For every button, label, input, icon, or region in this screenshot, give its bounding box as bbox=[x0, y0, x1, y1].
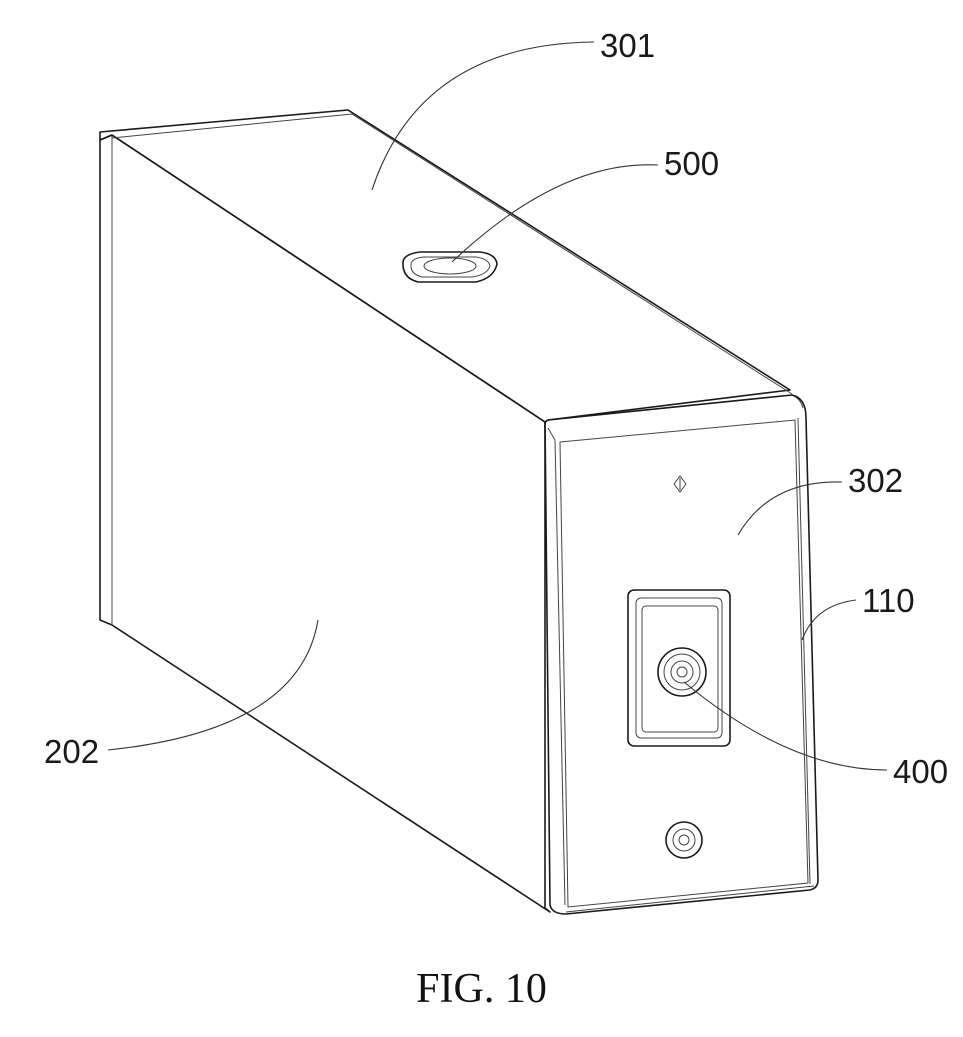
front-bottom-port bbox=[666, 822, 702, 858]
front-marker bbox=[674, 476, 686, 492]
label-301: 301 bbox=[600, 27, 655, 64]
label-202: 202 bbox=[44, 733, 99, 770]
leader-202 bbox=[108, 620, 318, 750]
leader-301 bbox=[372, 42, 594, 190]
top-port bbox=[403, 252, 497, 282]
figure-caption: FIG. 10 bbox=[0, 965, 963, 1013]
label-500: 500 bbox=[664, 145, 719, 182]
side-face bbox=[100, 135, 550, 912]
leader-400 bbox=[684, 682, 887, 770]
front-frame-inner bbox=[560, 420, 808, 907]
leader-302 bbox=[738, 482, 842, 535]
front-frame-bottom-edge bbox=[566, 886, 814, 912]
label-110: 110 bbox=[862, 582, 915, 619]
front-port-panel bbox=[628, 590, 730, 746]
leader-500 bbox=[452, 165, 658, 262]
front-frame-left-edge bbox=[548, 428, 565, 905]
label-302: 302 bbox=[848, 462, 903, 499]
label-400: 400 bbox=[893, 753, 948, 790]
